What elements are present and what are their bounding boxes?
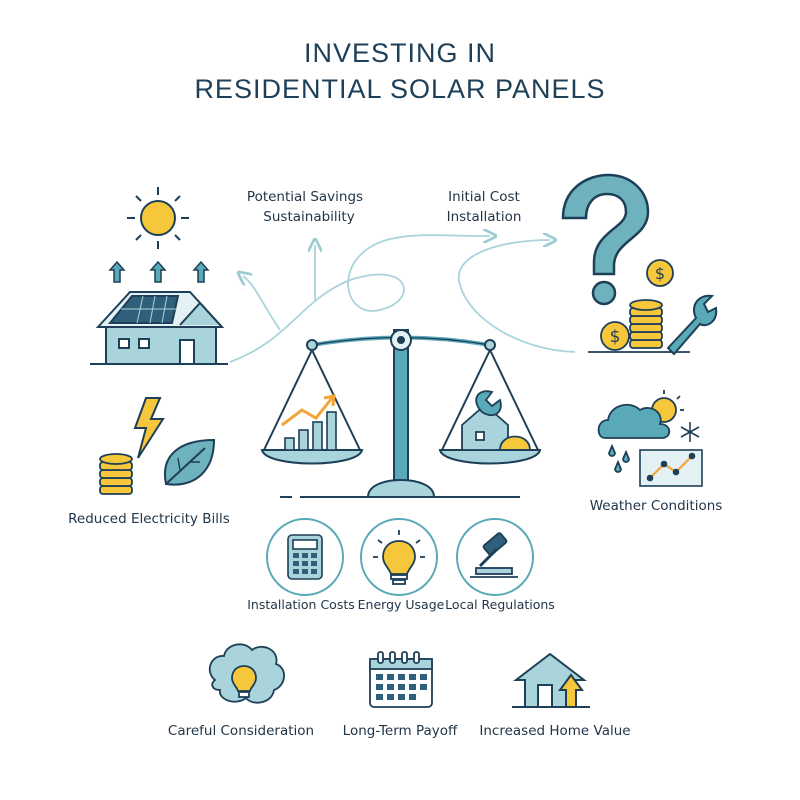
label-installation: Installation xyxy=(446,209,522,225)
label-reduced-electricity-bills: Reduced Electricity Bills xyxy=(68,511,230,527)
house-arrow-icon xyxy=(512,652,590,708)
svg-text:$: $ xyxy=(610,327,621,347)
connector-arrows xyxy=(229,235,576,363)
snowflake-icon xyxy=(680,422,700,442)
arrow-up-icon xyxy=(108,260,210,283)
brain-bulb-icon xyxy=(208,643,285,704)
svg-text:$: $ xyxy=(655,264,665,283)
house-solar-icon xyxy=(90,291,228,365)
wrench-icon xyxy=(666,294,718,356)
label-installation-costs: Installation Costs xyxy=(247,597,355,612)
label-local-regulations: Local Regulations xyxy=(445,597,555,612)
coins-icon xyxy=(99,453,133,495)
calculator-icon xyxy=(287,534,323,580)
label-potential-savings: Potential Savings xyxy=(246,189,364,205)
label-weather-conditions: Weather Conditions xyxy=(589,498,723,514)
label-long-term-payoff: Long-Term Payoff xyxy=(342,723,458,739)
title-line-1: INVESTING IN xyxy=(303,38,497,68)
label-energy-usage: Energy Usage xyxy=(357,597,445,612)
sun-icon xyxy=(127,187,189,249)
scale-icon xyxy=(260,329,542,498)
dollar-coin-icon: $ $ xyxy=(588,259,690,353)
gavel-icon xyxy=(470,532,518,578)
house-tools-icon xyxy=(461,390,536,451)
lightning-icon xyxy=(133,397,165,459)
leaf-icon xyxy=(163,438,216,486)
label-careful-consideration: Careful Consideration xyxy=(167,723,315,739)
question-mark-icon xyxy=(561,173,650,306)
line-chart-icon xyxy=(639,449,703,487)
label-increased-home-value: Increased Home Value xyxy=(479,723,631,739)
label-sustainability: Sustainability xyxy=(263,209,355,225)
bar-chart-icon xyxy=(281,394,337,451)
lightbulb-icon xyxy=(373,530,425,585)
calendar-icon xyxy=(369,651,433,708)
title-line-2: RESIDENTIAL SOLAR PANELS xyxy=(194,74,606,104)
weather-icon xyxy=(597,390,684,473)
label-initial-cost: Initial Cost xyxy=(448,189,520,205)
